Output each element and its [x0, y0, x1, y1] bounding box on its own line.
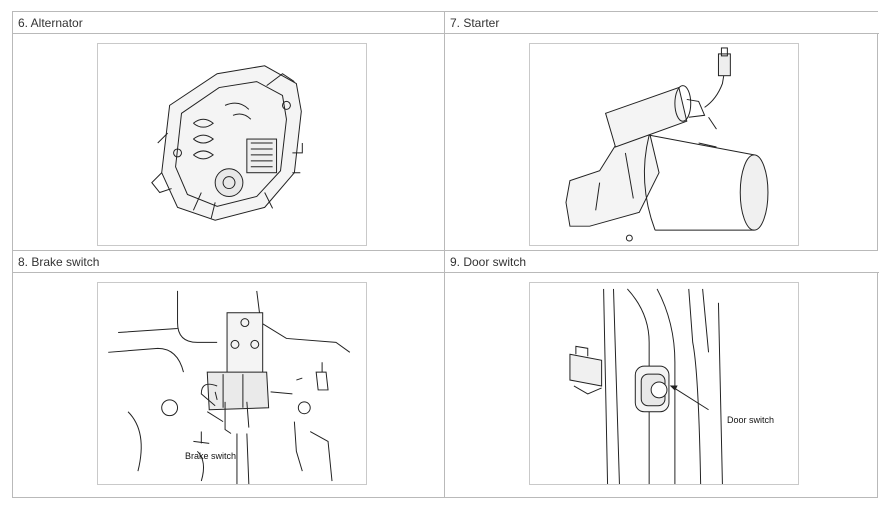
brake-switch-figure — [97, 282, 367, 485]
starter-drawing — [565, 47, 769, 242]
brake-switch-drawing — [108, 290, 351, 484]
cell-brake-switch: 8. Brake switch — [13, 251, 444, 499]
cell-starter: 7. Starter — [445, 12, 879, 250]
component-table: 6. Alternator — [12, 11, 879, 499]
door-switch-callout: Door switch — [727, 415, 775, 425]
cell-title: 9. Door switch — [445, 251, 879, 273]
cell-title: 6. Alternator — [13, 12, 444, 34]
starter-figure — [529, 43, 799, 246]
cell-title: 8. Brake switch — [13, 251, 444, 273]
door-switch-drawing — [569, 288, 723, 484]
cell-title: 7. Starter — [445, 12, 879, 34]
column-divider — [444, 12, 445, 497]
cell-door-switch: 9. Door switch Door switch — [445, 251, 879, 499]
alternator-figure — [97, 43, 367, 246]
row-divider — [13, 250, 877, 251]
brake-switch-callout: Brake switch — [185, 451, 237, 461]
cell-alternator: 6. Alternator — [13, 12, 444, 250]
alternator-drawing — [151, 65, 303, 221]
door-switch-figure — [529, 282, 799, 485]
